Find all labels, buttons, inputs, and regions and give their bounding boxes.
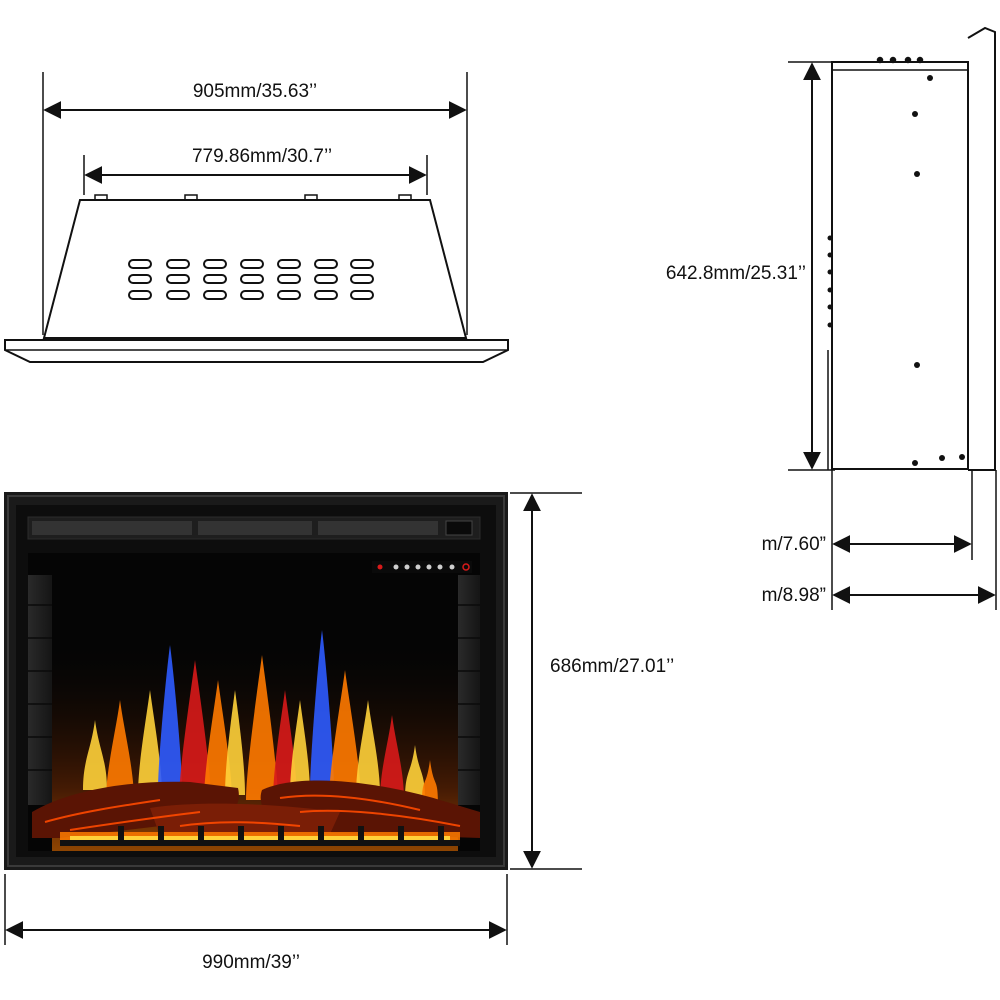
vent-slot	[350, 259, 374, 269]
vent-slot	[128, 274, 152, 284]
flame	[310, 630, 334, 790]
front-height-label: 686mm/27.01’’	[550, 656, 674, 677]
vent-slot	[314, 290, 338, 300]
flame	[356, 700, 380, 795]
vent-slot	[203, 274, 227, 284]
side-view-body	[831, 61, 969, 470]
vent-slot	[128, 290, 152, 300]
vent-slot	[166, 259, 190, 269]
flame	[204, 680, 232, 800]
grate	[60, 826, 460, 846]
flame	[290, 700, 310, 795]
vent-slot	[240, 290, 264, 300]
flame	[225, 690, 245, 795]
top-view-front-plate	[4, 339, 509, 363]
side-view: 642.8mm/25.31’’	[666, 26, 997, 610]
vent-slot	[128, 259, 152, 269]
vent-slot	[314, 259, 338, 269]
vent-slot	[314, 274, 338, 284]
vent-slot	[166, 290, 190, 300]
vent-slot	[350, 274, 374, 284]
side-view-front-plate	[967, 26, 996, 471]
vent-slot	[203, 290, 227, 300]
vent-slot	[277, 290, 301, 300]
flame	[246, 655, 278, 800]
flame	[138, 690, 162, 795]
flame	[380, 715, 404, 800]
logs	[32, 780, 480, 838]
vent-slot	[277, 259, 301, 269]
vent-slots	[128, 259, 374, 300]
flame	[179, 660, 211, 800]
vent-slot	[277, 274, 301, 284]
flame	[422, 760, 438, 805]
flame	[405, 745, 425, 800]
top-view: 905mm/35.63’’ 779.86mm/30.7’’	[4, 72, 509, 363]
brick-wall-right	[458, 575, 480, 805]
side-back-bumps	[827, 235, 833, 328]
depth-body-label: m/7.60”	[756, 534, 826, 555]
depth-total-label: m/8.98”	[756, 585, 826, 606]
vent-slot	[240, 274, 264, 284]
vent-slot	[203, 259, 227, 269]
flame-icon	[83, 630, 438, 805]
flame	[158, 645, 182, 790]
flame	[83, 720, 107, 790]
front-view: 686mm/27.01’’ 990mm/39’’	[4, 492, 674, 973]
vent-slot	[240, 259, 264, 269]
body-width-label: 779.86mm/30.7’’	[192, 146, 332, 167]
overall-width-label: 905mm/35.63’’	[193, 81, 317, 102]
flame	[106, 700, 134, 800]
brick-wall-left	[28, 575, 52, 805]
vent-slot	[166, 274, 190, 284]
side-screw-dots	[912, 75, 965, 466]
fireplace-control-panel-icon	[372, 561, 472, 573]
front-width-label: 990mm/39’’	[202, 952, 300, 973]
flame	[329, 670, 361, 800]
vent-slot	[350, 290, 374, 300]
mounting-tabs	[94, 194, 412, 201]
side-height-label: 642.8mm/25.31’’	[666, 263, 806, 284]
